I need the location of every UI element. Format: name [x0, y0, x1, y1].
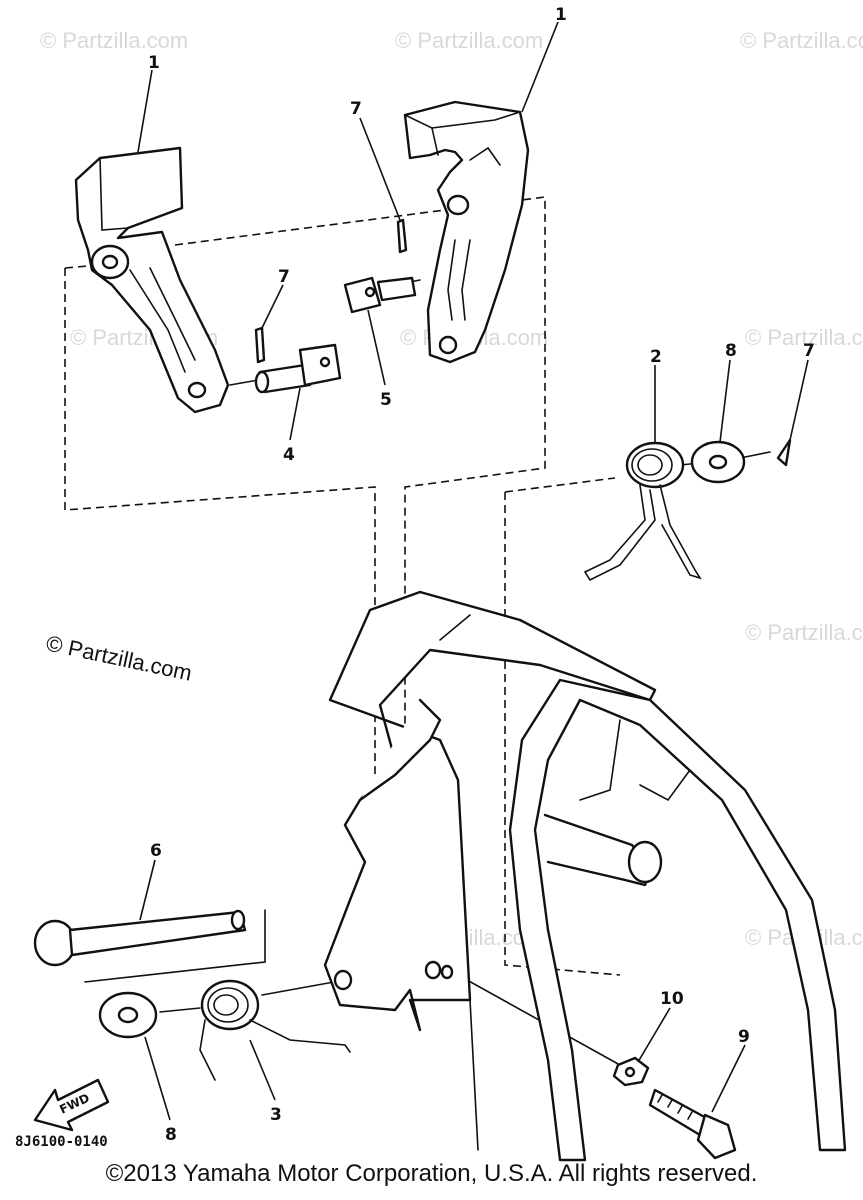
copyright-notice: ©2013 Yamaha Motor Corporation, U.S.A. A…	[105, 1160, 758, 1187]
cotter-pins	[254, 218, 792, 467]
watermark-text: © Partzilla.com	[395, 28, 543, 53]
label-spring-upper: 2	[650, 347, 662, 367]
label-washer-lower: 8	[165, 1125, 177, 1145]
torsion-spring-lower	[199, 979, 351, 1081]
label-spring-lower: 3	[270, 1105, 282, 1125]
watermark-text: © Partzilla.com	[745, 620, 863, 645]
callout-lines	[137, 21, 809, 1121]
fwd-arrow: FWD	[33, 1078, 110, 1132]
label-cotter-right: 7	[803, 341, 815, 361]
watermark-text: © Partzilla.com	[740, 28, 863, 53]
main-watermark: © Partzilla.com	[44, 630, 194, 685]
label-pin-right: 5	[380, 390, 392, 410]
washer-lower	[98, 991, 158, 1039]
label-nut: 10	[660, 989, 684, 1009]
washer-upper	[690, 440, 746, 484]
label-bracket-left: 1	[148, 53, 160, 73]
label-bolt-long: 6	[150, 841, 162, 861]
clevis-pin-right	[343, 276, 417, 314]
bolt-long	[33, 909, 247, 967]
torsion-spring-upper	[583, 441, 702, 582]
diagram-code: 8J6100-0140	[15, 1134, 108, 1150]
label-pin-left: 4	[283, 445, 295, 465]
label-cotter-center: 7	[350, 99, 362, 119]
part-labels: 1 1 2 3 4 5 6 7 7 7 8 8 9 10	[148, 5, 815, 1145]
steering-frame	[323, 590, 847, 1162]
label-washer-upper: 8	[725, 341, 737, 361]
bracket-right	[403, 100, 530, 364]
label-bolt-short: 9	[738, 1027, 750, 1047]
label-cotter-left: 7	[278, 267, 290, 287]
bolt-short	[648, 1088, 737, 1160]
watermark-text: © Partzilla.com	[40, 28, 188, 53]
watermark-text: © Partzilla.com	[745, 325, 863, 350]
bracket-left	[74, 146, 230, 414]
nut	[612, 1056, 650, 1087]
clevis-pin-left	[254, 343, 342, 394]
label-bracket-right: 1	[555, 5, 567, 25]
